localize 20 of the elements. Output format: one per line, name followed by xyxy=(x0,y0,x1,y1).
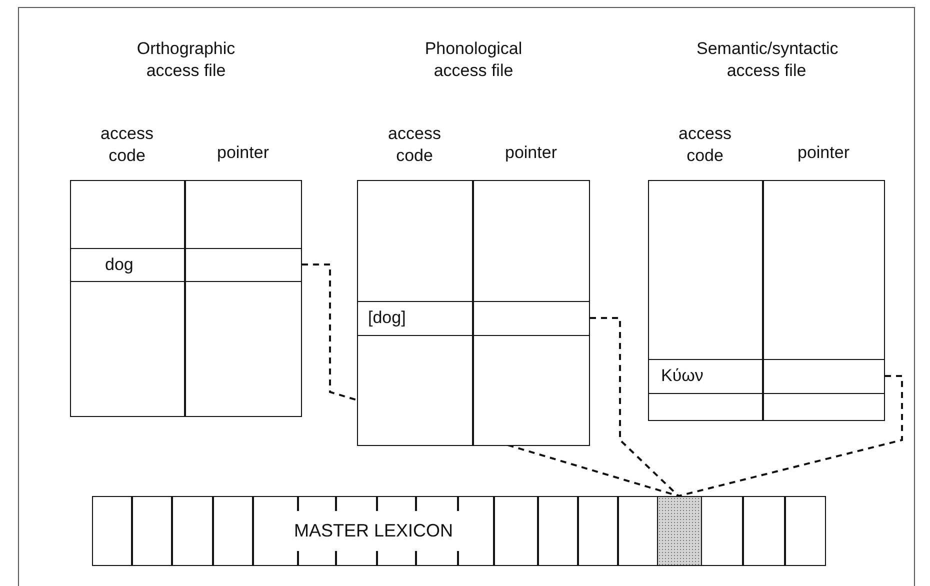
table-row xyxy=(358,300,589,336)
dashed-connector xyxy=(678,375,903,497)
column-header: access code xyxy=(100,123,154,167)
column-header: pointer xyxy=(216,142,270,164)
access-code: Κύων xyxy=(661,366,704,386)
file-heading: Semantic/syntactic access file xyxy=(696,38,836,82)
highlighted-entry xyxy=(657,497,702,565)
dashed-connector xyxy=(590,317,680,497)
column-header: pointer xyxy=(504,142,558,164)
lexicon-label: MASTER LEXICON xyxy=(294,520,454,542)
column-header: pointer xyxy=(796,142,850,164)
table-row xyxy=(71,248,301,282)
file-heading: Phonological access file xyxy=(424,38,524,82)
column-header: access code xyxy=(678,123,732,167)
master-lexicon-bar xyxy=(92,496,826,566)
access-code: [dog] xyxy=(368,308,406,328)
column-header: access code xyxy=(387,123,442,167)
table-row xyxy=(649,358,884,394)
file-heading: Orthographic access file xyxy=(136,38,236,82)
access-code: dog xyxy=(105,254,134,275)
